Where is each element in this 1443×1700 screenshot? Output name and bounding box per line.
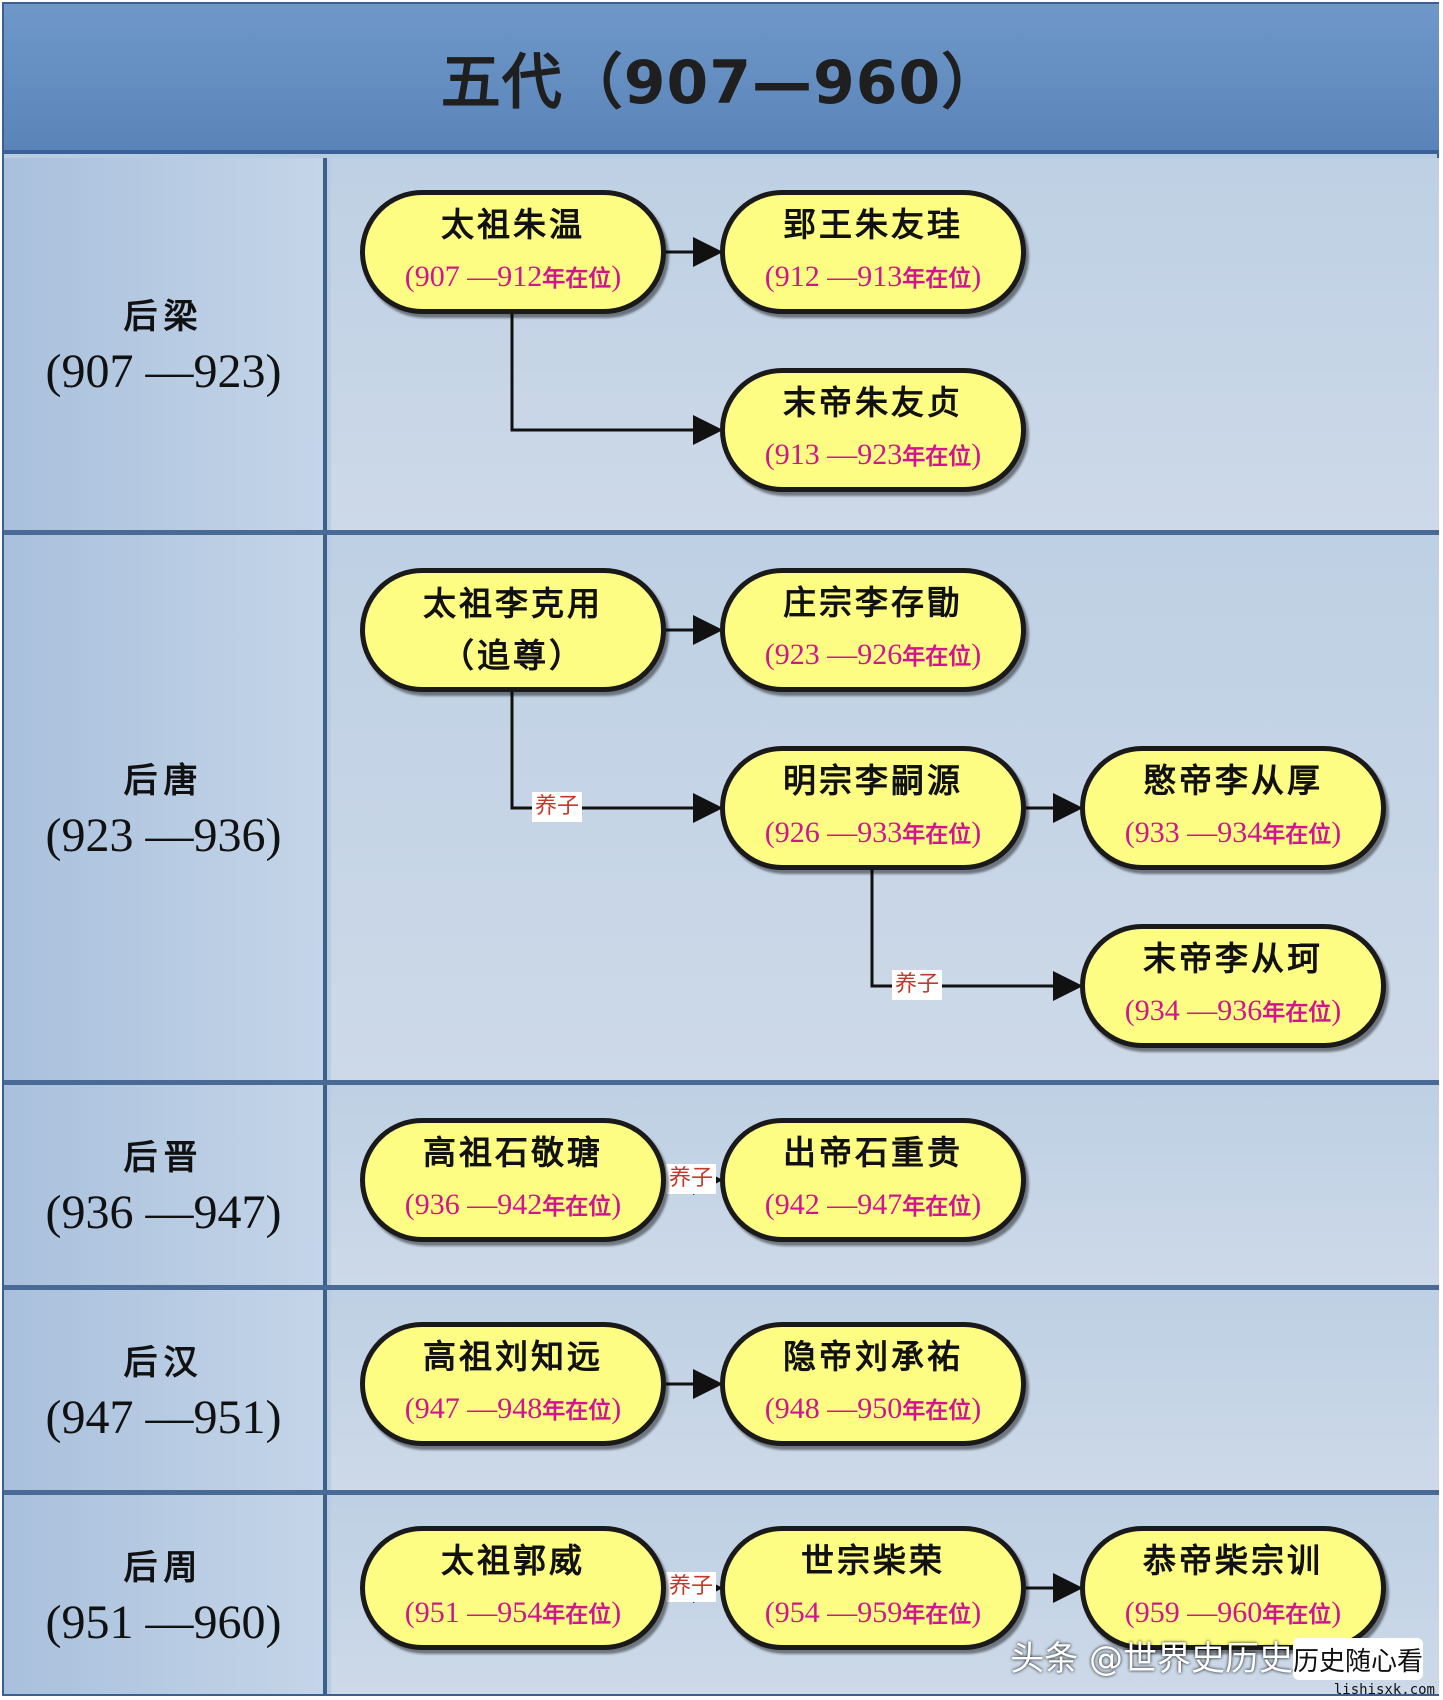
dynasty-years: (907 —923)	[45, 345, 282, 398]
ruler-reign: (959 —960年在位)	[1124, 1596, 1342, 1629]
ruler-reign: (936 —942年在位)	[404, 1188, 622, 1221]
ruler-reign: (954 —959年在位)	[764, 1596, 982, 1629]
page-title: 五代（907—960）	[440, 47, 1003, 118]
ruler-node-licunxu: 庄宗李存勖 (923 —926年在位)	[720, 568, 1026, 692]
ruler-node-chaizongxun: 恭帝柴宗训 (959 —960年在位)	[1080, 1526, 1386, 1650]
ruler-name: 愍帝李从厚	[1143, 761, 1323, 800]
adopted-tag: 养子	[892, 970, 943, 1000]
dynasty-years: (951 —960)	[45, 1595, 282, 1649]
dynasty-name: 后梁	[123, 297, 204, 337]
ruler-node-zhuyouzhen: 末帝朱友贞 (913 —923年在位)	[720, 368, 1026, 492]
ruler-reign: (934 —936年在位)	[1124, 994, 1342, 1027]
ruler-name: 末帝朱友贞	[783, 383, 963, 422]
dynasty-name: 后汉	[123, 1343, 204, 1383]
ruler-node-lisiyuan: 明宗李嗣源 (926 —933年在位)	[720, 746, 1026, 870]
ruler-name: 太祖李克用	[423, 584, 603, 623]
ruler-name: 郢王朱友珪	[783, 205, 963, 244]
ruler-node-liuchengyou: 隐帝刘承祐 (948 —950年在位)	[720, 1322, 1026, 1446]
ruler-node-zhuwen: 太祖朱温 (907 —912年在位)	[360, 190, 666, 314]
adopted-tag: 养子	[666, 1164, 717, 1194]
dynasty-cell-houjin: 后晋 (936 —947)	[4, 1085, 327, 1285]
dynasty-name: 后唐	[123, 760, 204, 801]
dynasty-years: (947 —951)	[45, 1391, 282, 1444]
ruler-name: 隐帝刘承祐	[783, 1337, 963, 1376]
ruler-reign: (926 —933年在位)	[764, 816, 982, 849]
ruler-node-liconghou: 愍帝李从厚 (933 —934年在位)	[1080, 746, 1386, 870]
title-bar: 五代（907—960）	[4, 4, 1439, 154]
row-divider	[4, 1285, 1439, 1290]
ruler-reign: (912 —913年在位)	[764, 260, 982, 293]
ruler-name: 太祖郭威	[441, 1541, 585, 1580]
dynasty-cell-houzhou: 后周 (951 —960)	[4, 1495, 327, 1694]
dynasty-name: 后周	[123, 1547, 204, 1588]
dynasty-years: (923 —936)	[45, 808, 282, 862]
dynasty-name: 后晋	[123, 1138, 204, 1178]
ruler-name: 太祖朱温	[441, 205, 585, 244]
row-divider	[4, 1490, 1439, 1495]
ruler-node-zhuyougui: 郢王朱友珪 (912 —913年在位)	[720, 190, 1026, 314]
watermark-text: 头条 @世界史历史	[1010, 1639, 1293, 1679]
ruler-posthumous-note: （追尊）	[441, 636, 585, 675]
ruler-name: 明宗李嗣源	[783, 761, 963, 800]
ruler-reign: (948 —950年在位)	[764, 1392, 982, 1425]
ruler-reign: (942 —947年在位)	[764, 1188, 982, 1221]
ruler-reign: (947 —948年在位)	[404, 1392, 622, 1425]
ruler-reign: (923 —926年在位)	[764, 638, 982, 671]
ruler-name: 恭帝柴宗训	[1143, 1541, 1323, 1580]
row-divider	[4, 1080, 1439, 1085]
ruler-reign: (907 —912年在位)	[404, 260, 622, 293]
ruler-name: 末帝李从珂	[1143, 939, 1323, 978]
arrow-lisiyuan-licongke	[870, 870, 1083, 1001]
logo: 历史随心看	[1293, 1638, 1423, 1680]
adopted-tag: 养子	[666, 1572, 717, 1602]
ruler-name: 高祖刘知远	[423, 1337, 603, 1376]
ruler-node-chairong: 世宗柴荣 (954 —959年在位)	[720, 1526, 1026, 1650]
ruler-name: 出帝石重贵	[783, 1133, 963, 1172]
ruler-reign: (933 —934年在位)	[1124, 816, 1342, 849]
ruler-node-shichonggui: 出帝石重贵 (942 —947年在位)	[720, 1118, 1026, 1242]
arrow-zhuwen-zhuyouzhen	[510, 314, 723, 445]
adopted-tag: 养子	[532, 792, 583, 822]
dynasty-cell-houtang: 后唐 (923 —936)	[4, 535, 327, 1080]
ruler-node-guowei: 太祖郭威 (951 —954年在位)	[360, 1526, 666, 1650]
arrow-likeyong-lisiyuan	[510, 692, 723, 823]
dynasty-years: (936 —947)	[45, 1186, 282, 1239]
ruler-reign: (951 —954年在位)	[404, 1596, 622, 1629]
ruler-node-likeyong: 太祖李克用 （追尊）	[360, 568, 666, 692]
ruler-name: 高祖石敬瑭	[423, 1133, 603, 1172]
ruler-reign: (913 —923年在位)	[764, 438, 982, 471]
ruler-node-shijingtang: 高祖石敬瑭 (936 —942年在位)	[360, 1118, 666, 1242]
ruler-node-liuzhiyuan: 高祖刘知远 (947 —948年在位)	[360, 1322, 666, 1446]
dynasty-cell-houhan: 后汉 (947 —951)	[4, 1290, 327, 1490]
ruler-name: 庄宗李存勖	[783, 583, 963, 622]
ruler-name: 世宗柴荣	[801, 1541, 945, 1580]
dynasty-cell-houliang: 后梁 (907 —923)	[4, 158, 327, 530]
row-divider	[4, 530, 1439, 535]
ruler-node-licongke: 末帝李从珂 (934 —936年在位)	[1080, 924, 1386, 1048]
site-url: lishisxk.com	[1333, 1682, 1435, 1698]
